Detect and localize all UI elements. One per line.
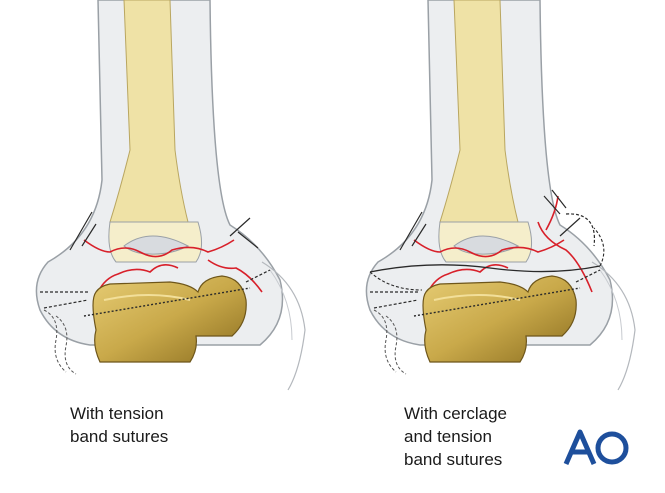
transverse-screw (83, 287, 251, 317)
panel-cerclage-tension-band (365, 0, 636, 391)
cerclage-suture (369, 227, 605, 291)
ligament-suture (43, 309, 77, 375)
tension-band-suture (40, 269, 271, 309)
tension-band-suture (399, 189, 581, 251)
fracture-line (83, 239, 235, 258)
condyle-fragment (422, 275, 577, 363)
fracture-line (537, 195, 593, 293)
cerclage-suture (369, 264, 601, 273)
radius-outline (261, 261, 306, 391)
ao-logo (563, 429, 629, 466)
tension-band-suture (69, 211, 259, 251)
caption-cerclage-tension-band: With cerclage and tension band sutures (404, 404, 507, 469)
radius-outline (591, 261, 636, 391)
ligament-suture (373, 309, 407, 375)
caption-tension-band: With tension band sutures (70, 404, 169, 446)
fragment-shading (103, 294, 191, 301)
panel-tension-band (35, 0, 306, 391)
condyle-fragment (92, 275, 247, 363)
radius-outline (599, 269, 623, 341)
transverse-screw (413, 287, 581, 317)
radius-outline (269, 269, 293, 341)
fracture-line (207, 259, 263, 293)
fracture-line (427, 264, 509, 293)
fragment-shading (433, 294, 521, 301)
fracture-line (97, 264, 179, 293)
tension-band-suture (370, 213, 601, 309)
fracture-line (413, 239, 565, 258)
